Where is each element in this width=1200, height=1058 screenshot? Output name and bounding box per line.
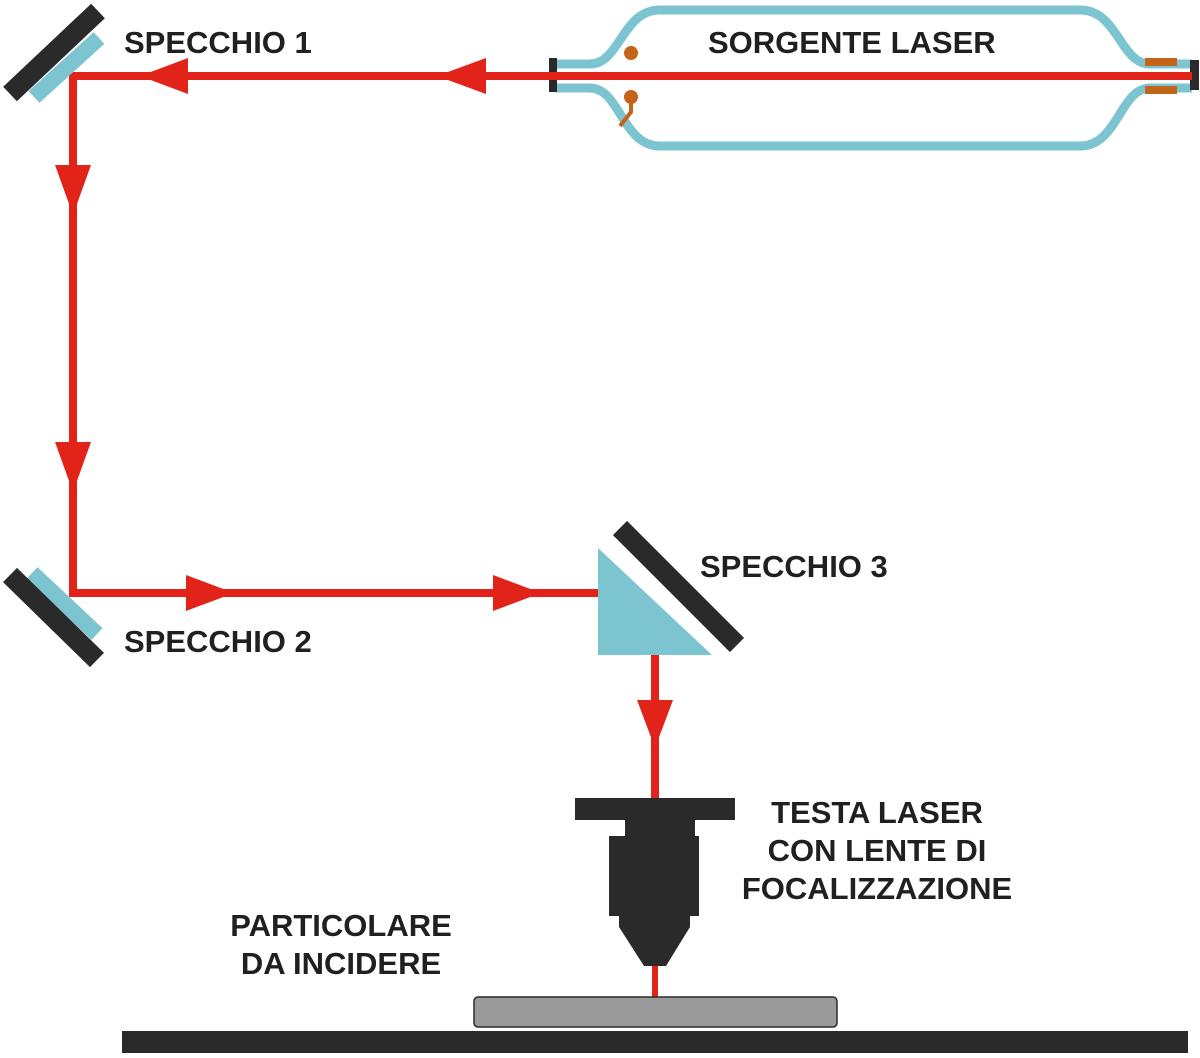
workpiece-plate <box>473 996 838 1028</box>
work-table <box>122 1031 1188 1053</box>
label-laser-source: SORGENTE LASER <box>708 25 996 60</box>
mirror-2-mount <box>3 567 104 668</box>
lower-electrode <box>1145 86 1177 94</box>
beam-arrow-3 <box>55 165 91 215</box>
beam-arrow-7 <box>637 700 673 748</box>
label-workpiece: PARTICOLARE DA INCIDERE <box>200 907 482 983</box>
label-mirror-3: SPECCHIO 3 <box>700 549 888 584</box>
label-laser-head-line-2: CON LENTE DI <box>767 833 987 868</box>
mirror-1 <box>3 3 105 103</box>
mirror-1-glass <box>28 32 105 103</box>
label-laser-head-line-3: FOCALIZZAZIONE <box>741 871 1013 906</box>
mirror-3-mount <box>612 520 745 653</box>
label-mirror-1: SPECCHIO 1 <box>124 25 312 60</box>
laser-beam <box>55 58 1192 997</box>
label-laser-head: TESTA LASER CON LENTE DI FOCALIZZAZIONE <box>716 794 1038 908</box>
lower-pump-wire <box>618 97 633 128</box>
upper-pump-contact <box>624 46 638 60</box>
label-workpiece-line-1: PARTICOLARE <box>230 908 452 943</box>
mirror-2-glass <box>26 567 103 640</box>
resonator-upper-tube <box>555 5 1192 69</box>
beam-path <box>69 72 1192 597</box>
beam-arrow-6 <box>493 575 541 611</box>
laser-head-flange <box>575 798 735 820</box>
label-laser-head-line-1: TESTA LASER <box>771 795 983 830</box>
laser-head <box>575 798 735 966</box>
mirror-2 <box>3 567 104 668</box>
mirror-1-mount <box>3 3 105 102</box>
mirror-3 <box>598 520 745 655</box>
laser-head-collar <box>625 818 695 838</box>
beam-arrow-4 <box>55 442 91 492</box>
resonator-lower-tube <box>555 83 1192 151</box>
rear-mirror <box>1190 60 1199 90</box>
laser-head-nozzle <box>619 916 690 966</box>
label-mirror-2: SPECCHIO 2 <box>124 624 312 659</box>
laser-head-body <box>609 836 699 916</box>
beam-arrow-2 <box>437 58 486 94</box>
mirror-3-prism <box>598 548 712 655</box>
upper-electrode <box>1145 58 1177 66</box>
beam-arrow-1 <box>140 58 188 94</box>
beam-arrow-5 <box>186 575 234 611</box>
label-workpiece-line-2: DA INCIDERE <box>240 946 442 981</box>
